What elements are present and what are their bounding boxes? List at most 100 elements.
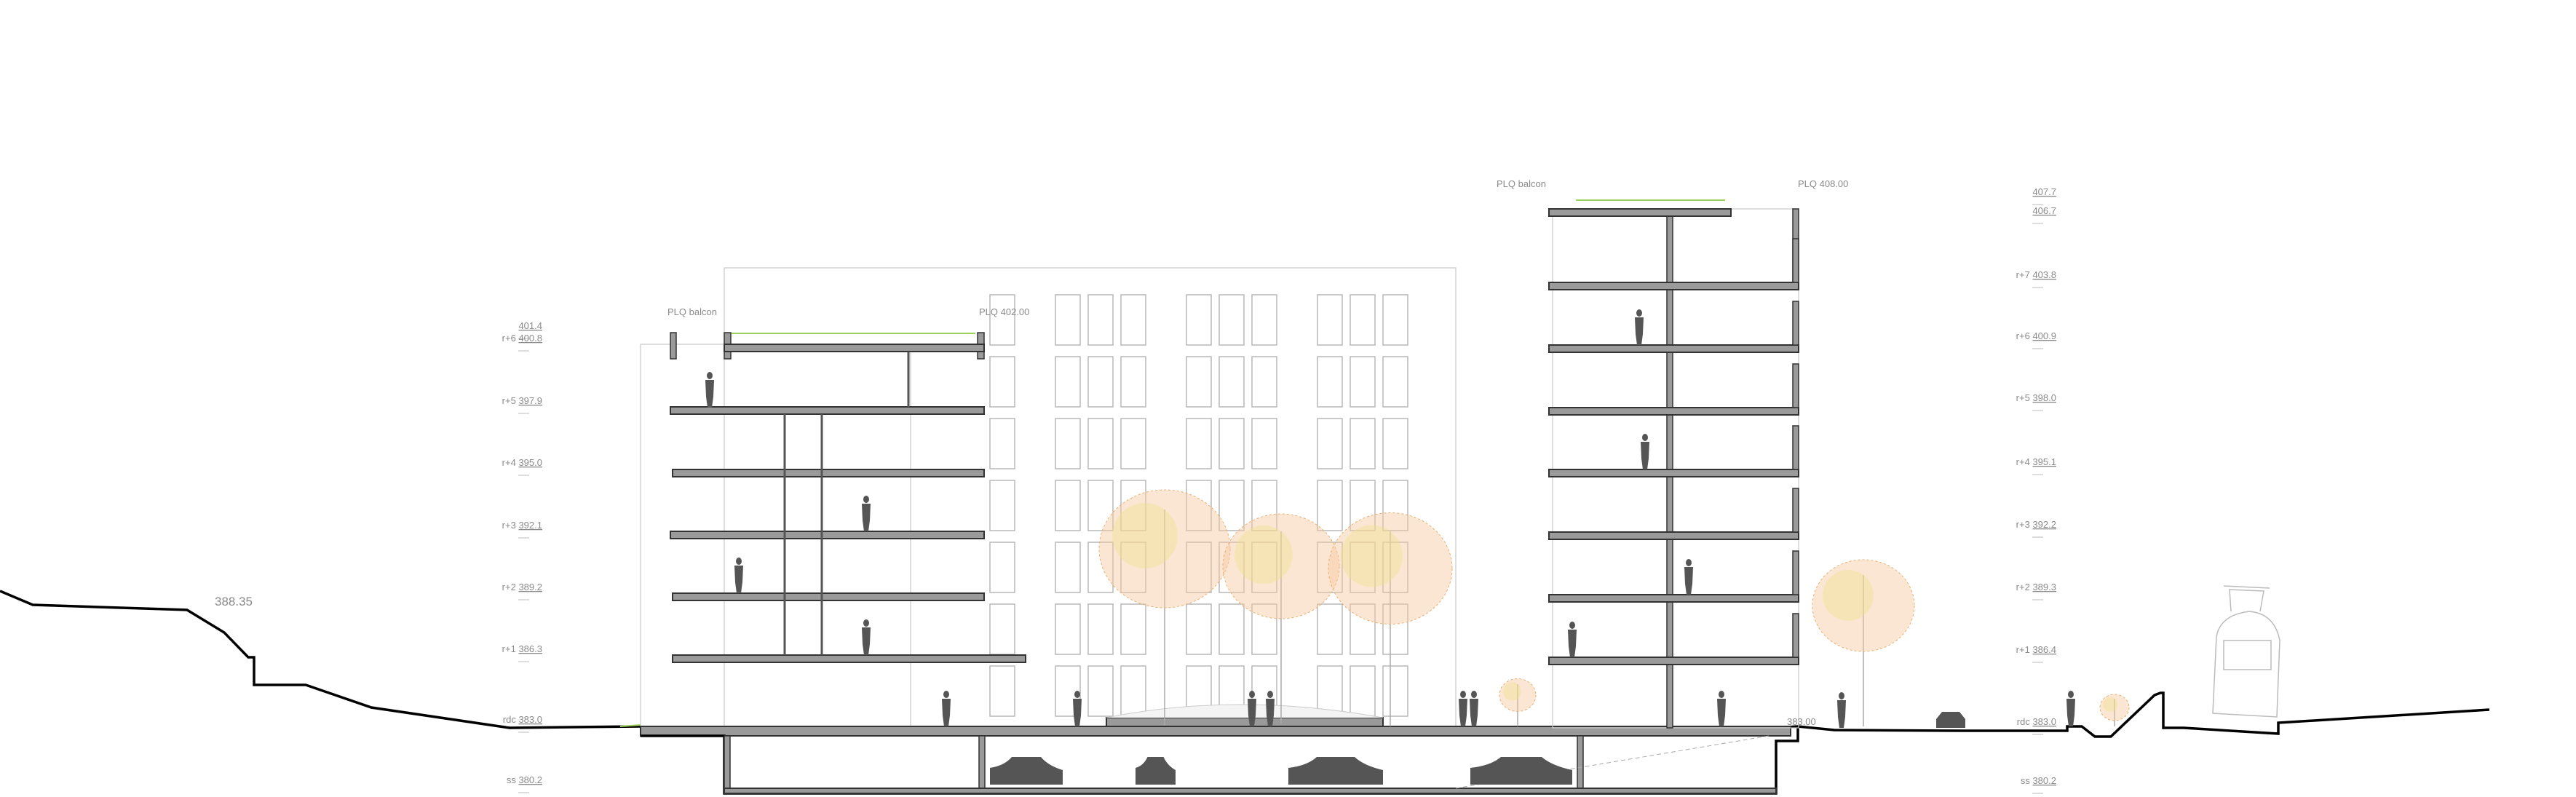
window [1218,294,1245,346]
window [1186,603,1212,655]
left-level-label: r+4 395.0 [502,457,542,468]
window [1218,603,1245,655]
right-level-label: r+2 389.3 [2016,582,2056,592]
grass-left [619,724,641,727]
tree-icon [1098,489,1231,726]
level-value: 398.0 [2032,392,2056,403]
car-icon [1470,757,1572,785]
window [1350,480,1376,531]
level-value: 395.1 [2032,456,2056,467]
window [1120,603,1146,655]
window [1350,542,1376,593]
person-silhouette [862,496,871,531]
window [1087,542,1114,593]
window [1186,356,1212,408]
level-value: 400.8 [518,333,542,344]
window [1055,480,1081,531]
parapet [1792,238,1799,283]
floor-slab [1548,282,1799,290]
window [1087,603,1114,655]
level-value: 386.4 [2032,644,2056,655]
level-value: 392.2 [2032,519,2056,530]
parapet [1792,425,1799,470]
window [1120,418,1146,469]
terrain-left [0,590,641,729]
cars [990,712,1965,785]
terrain-right [1775,691,2490,738]
floor-slab [1548,344,1799,353]
plq-left-label: PLQ 402.00 [979,306,1029,317]
left-level-label: 401.4 [518,320,542,331]
window [1087,356,1114,408]
person-silhouette [2066,691,2075,726]
left-level-label: r+3 392.1 [502,520,542,531]
level-value: 386.3 [518,643,542,654]
right-level-label: 406.7 [2032,205,2056,216]
level-name: r+1 [502,643,516,654]
window [1055,603,1081,655]
window [1087,665,1114,717]
tree-icon [1499,678,1537,726]
window [1317,294,1343,346]
window [1382,294,1408,346]
person-silhouette [1073,691,1082,726]
level-value: 392.1 [518,520,542,531]
level-value: 383.0 [2032,716,2056,727]
left-level-label: r+2 389.2 [502,582,542,592]
car-icon [1136,757,1176,785]
window [1382,356,1408,408]
right-level-label: r+7 403.8 [2016,269,2056,280]
window [1218,480,1245,531]
basement [640,704,1799,795]
level-name: ss [507,774,517,785]
tree-icon [1812,559,1915,726]
window [1120,665,1146,717]
people-silhouettes [705,309,2075,728]
level-name: r+2 [502,582,516,592]
person-silhouette [734,558,743,593]
person-silhouette [942,691,951,726]
window [1218,356,1245,408]
window [1120,480,1146,531]
window [1251,356,1277,408]
floor-slab [1548,469,1799,477]
tree-icon [2099,694,2130,726]
window [1120,356,1146,408]
window [989,542,1015,593]
right-level-label: rdc 383.0 [2017,716,2056,727]
window [1317,603,1343,655]
level-value: 383.0 [518,714,542,725]
right-level-label: 407.7 [2032,186,2056,197]
level-name: r+7 [2016,269,2030,280]
trees [1098,489,2130,726]
right-level-labels: 407.7 406.7r+7 403.8r+6 400.9r+5 398.0r+… [2016,186,2056,794]
window [1087,480,1114,531]
window [989,603,1015,655]
person-silhouette [1459,691,1467,726]
parapet [1792,488,1799,533]
level-value: 406.7 [2032,205,2056,216]
window [1186,294,1212,346]
right-level-label: r+4 395.1 [2016,456,2056,467]
tree-icon [1328,512,1453,726]
parapet [1792,550,1799,595]
window [1186,418,1212,469]
parapet [1792,363,1799,408]
level-value: 403.8 [2032,269,2056,280]
window [1382,665,1408,717]
facade-windows [989,294,1408,717]
window [989,480,1015,531]
level-value: 380.2 [518,774,542,785]
left-level-labels: 401.4r+6 400.8r+5 397.9r+4 395.0r+3 392.… [502,320,542,793]
parapet [1792,613,1799,658]
terrain-left-level: 388.35 [215,595,253,608]
window [1382,418,1408,469]
window [1055,356,1081,408]
window [1186,542,1212,593]
window [1350,603,1376,655]
left-level-label: ss 380.2 [507,774,542,785]
level-value: 389.3 [2032,582,2056,592]
plq-balcon-right-label: PLQ balcon [1497,178,1546,189]
person-silhouette [1641,434,1649,469]
level-name: r+3 [2016,519,2030,530]
